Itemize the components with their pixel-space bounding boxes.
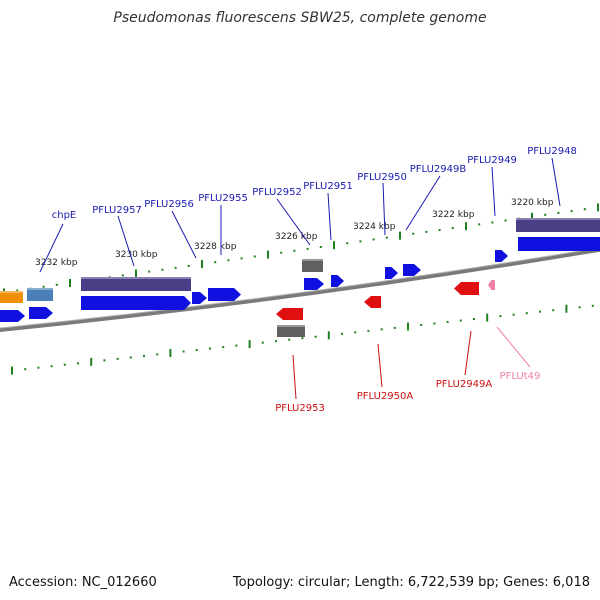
forward-gene bbox=[0, 310, 25, 322]
forward-gene-label: PFLU2952 bbox=[252, 187, 302, 198]
forward-gene-label: PFLU2957 bbox=[92, 205, 142, 216]
page-title: Pseudomonas fluorescens SBW25, complete … bbox=[113, 10, 487, 26]
forward-gene bbox=[29, 307, 53, 319]
kbp-label: 3226 kbp bbox=[275, 232, 318, 242]
forward-gene-label-leader bbox=[327, 192, 332, 241]
reverse-gene-label-leader bbox=[377, 343, 383, 388]
forward-gene-label-leader bbox=[551, 157, 561, 207]
pseudo-block bbox=[302, 259, 323, 272]
forward-gene-label-leader bbox=[382, 182, 386, 236]
trna-gene bbox=[488, 280, 495, 290]
forward-gene-label-leader bbox=[276, 198, 311, 246]
forward-gene bbox=[495, 250, 508, 262]
inner-tick-track bbox=[11, 304, 594, 375]
cds-band bbox=[516, 218, 600, 232]
pseudo-block-shine bbox=[302, 259, 323, 261]
reverse-gene-label-leader bbox=[464, 330, 472, 376]
forward-gene bbox=[192, 292, 207, 304]
reverse-gene-label: PFLU2953 bbox=[275, 403, 325, 414]
steel-band-shine bbox=[27, 288, 53, 290]
genome-summary-label: Topology: circular; Length: 6,722,539 bp… bbox=[232, 575, 590, 590]
pseudo-block bbox=[277, 325, 305, 337]
forward-gene bbox=[403, 264, 421, 276]
forward-gene bbox=[518, 237, 600, 251]
forward-gene bbox=[385, 267, 398, 279]
reverse-gene-label: PFLU2950A bbox=[357, 391, 414, 402]
kbp-label: 3222 kbp bbox=[432, 210, 475, 220]
orange-band-shine bbox=[0, 291, 23, 293]
accession-label: Accession: NC_012660 bbox=[9, 575, 157, 590]
forward-gene bbox=[304, 278, 324, 290]
forward-gene-label-leader bbox=[405, 175, 441, 231]
forward-gene-label-leader bbox=[491, 166, 496, 217]
forward-gene-label: PFLU2955 bbox=[198, 193, 248, 204]
forward-gene-label: PFLU2949B bbox=[410, 164, 467, 175]
trna-label: PFLUt49 bbox=[500, 371, 541, 382]
trna-label-leader bbox=[496, 326, 531, 368]
forward-gene-label-leader bbox=[39, 223, 64, 273]
reverse-gene bbox=[364, 296, 381, 308]
cds-band-shine bbox=[81, 277, 191, 279]
reverse-gene bbox=[454, 282, 479, 295]
cds-band-shine bbox=[516, 218, 600, 220]
forward-gene-label: PFLU2956 bbox=[144, 199, 194, 210]
pseudo-block-shine bbox=[277, 325, 305, 327]
genome-backbone bbox=[0, 247, 600, 332]
forward-gene-label: PFLU2949 bbox=[467, 155, 517, 166]
reverse-gene-label-leader bbox=[292, 354, 297, 400]
reverse-gene bbox=[276, 308, 303, 320]
cds-band bbox=[81, 277, 191, 291]
orange-band bbox=[0, 291, 23, 303]
label-layer: 3232 kbp 3230 kbp 3228 kbp 3226 kbp 3224 kbp… bbox=[35, 146, 577, 414]
forward-gene bbox=[208, 288, 241, 301]
forward-gene bbox=[331, 275, 344, 287]
forward-gene-label: PFLU2950 bbox=[357, 172, 407, 183]
kbp-label: 3230 kbp bbox=[115, 250, 158, 260]
steel-band bbox=[27, 288, 53, 301]
forward-gene-label-leader bbox=[117, 215, 135, 267]
forward-gene-label: chpE bbox=[52, 210, 77, 221]
kbp-label: 3220 kbp bbox=[511, 198, 554, 208]
forward-gene-label-leader bbox=[171, 210, 197, 259]
kbp-label: 3224 kbp bbox=[353, 222, 396, 232]
forward-gene-label: PFLU2951 bbox=[303, 181, 353, 192]
forward-gene bbox=[81, 296, 191, 310]
kbp-label: 3232 kbp bbox=[35, 258, 78, 268]
feature-layer bbox=[0, 218, 600, 337]
kbp-label: 3228 kbp bbox=[194, 242, 237, 252]
genome-backbone-highlight bbox=[0, 247, 600, 329]
forward-gene-label: PFLU2948 bbox=[527, 146, 577, 157]
reverse-gene-label: PFLU2949A bbox=[436, 379, 493, 390]
